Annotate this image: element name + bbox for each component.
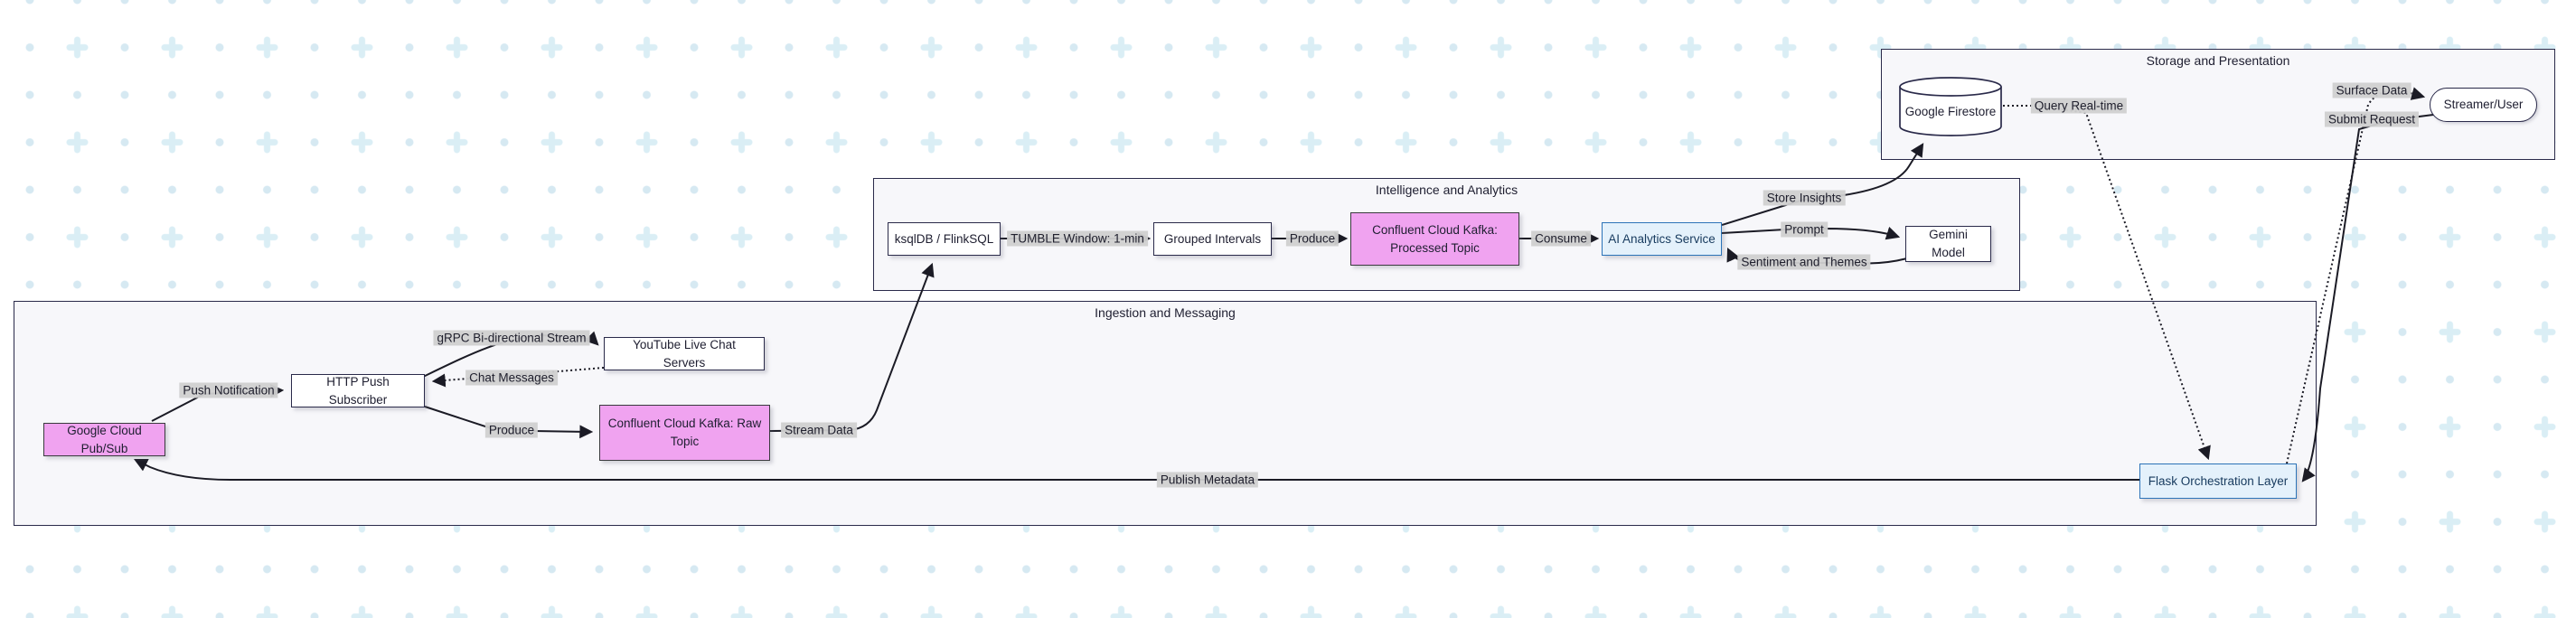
edge-label-publish-metadata: Publish Metadata	[1156, 472, 1259, 488]
edge-stream-data	[769, 262, 935, 432]
subgraph-title: Storage and Presentation	[2146, 53, 2290, 68]
edge-submit-request	[2301, 114, 2434, 482]
node-confluent-kafka-raw-topic: Confluent Cloud Kafka: Raw Topic	[599, 405, 770, 461]
edge-chat-messages	[431, 367, 605, 388]
edge-label-grpc-bidirectional-stream: gRPC Bi-directional Stream	[433, 330, 590, 346]
node-label: Flask Orchestration Layer	[2148, 473, 2289, 488]
node-label: Gemini Model	[1929, 228, 1968, 259]
node-google-firestore: Google Firestore	[1898, 76, 2003, 137]
edge-store-insights	[1721, 143, 1924, 226]
edge-label-produce-raw: Produce	[484, 422, 539, 438]
edge-label-stream-data: Stream Data	[781, 422, 857, 438]
edge-query-real-time	[2003, 105, 2211, 461]
node-streamer-user: Streamer/User	[2430, 88, 2537, 122]
subgraph-title: Ingestion and Messaging	[1095, 305, 1236, 320]
node-flask-orchestration-layer: Flask Orchestration Layer	[2139, 464, 2297, 499]
node-confluent-kafka-processed-topic: Confluent Cloud Kafka: Processed Topic	[1350, 212, 1519, 266]
edge-label-query-real-time: Query Real-time	[2030, 98, 2128, 114]
node-label: Confluent Cloud Kafka: Raw Topic	[607, 417, 762, 448]
edge-label-sentiment-and-themes: Sentiment and Themes	[1737, 254, 1871, 270]
edge-label-produce-processed: Produce	[1285, 230, 1340, 247]
edge-label-submit-request: Submit Request	[2324, 111, 2420, 127]
edge-publish-metadata	[133, 458, 2139, 481]
edge-surface-data	[2286, 87, 2426, 464]
edge-label-chat-messages: Chat Messages	[465, 370, 558, 386]
subgraph-title: Intelligence and Analytics	[1375, 183, 1518, 197]
edge-label-prompt: Prompt	[1781, 221, 1828, 238]
node-grouped-intervals: Grouped Intervals	[1153, 222, 1272, 256]
edge-label-tumble-window: TUMBLE Window: 1-min	[1007, 230, 1148, 247]
node-label: AI Analytics Service	[1608, 231, 1716, 246]
node-label: Google Cloud Pub/Sub	[67, 423, 142, 455]
node-label: ksqlDB / FlinkSQL	[894, 231, 994, 246]
subgraph-ingestion-and-messaging: Ingestion and Messaging	[14, 301, 2317, 526]
edge-label-surface-data: Surface Data	[2332, 82, 2411, 98]
node-ai-analytics-service: AI Analytics Service	[1602, 222, 1722, 256]
node-label: Google Firestore	[1904, 105, 1997, 118]
node-http-push-subscriber: HTTP Push Subscriber	[291, 374, 425, 407]
edge-label-consume: Consume	[1531, 230, 1591, 247]
node-gemini-model: Gemini Model	[1905, 226, 1991, 262]
node-label: Streamer/User	[2443, 98, 2524, 112]
edge-label-push-notification: Push Notification	[179, 382, 278, 398]
node-youtube-live-chat-servers: YouTube Live Chat Servers	[604, 337, 765, 370]
node-label: YouTube Live Chat Servers	[633, 337, 736, 370]
node-label: Confluent Cloud Kafka: Processed Topic	[1372, 222, 1498, 255]
cylinder-shape	[1899, 77, 2002, 136]
node-label: Grouped Intervals	[1163, 231, 1262, 246]
node-ksqldb-flinksql: ksqlDB / FlinkSQL	[888, 222, 1001, 256]
node-google-cloud-pubsub: Google Cloud Pub/Sub	[43, 423, 165, 456]
node-label: HTTP Push Subscriber	[326, 374, 390, 407]
edge-label-store-insights: Store Insights	[1763, 190, 1846, 206]
